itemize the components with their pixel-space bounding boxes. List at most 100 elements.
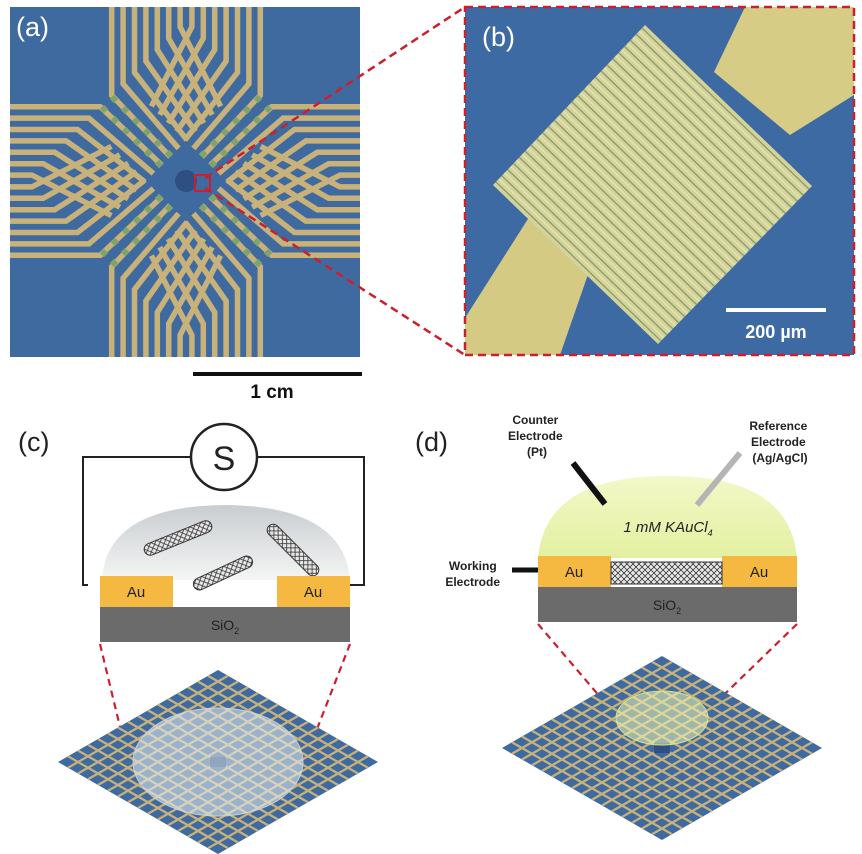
chip-lead <box>10 103 164 168</box>
chip-lead <box>154 237 207 357</box>
au-electrode-right-label: Au <box>750 564 768 581</box>
solution-drop-on-chip <box>615 690 709 746</box>
carbon-nanotube <box>143 520 213 556</box>
chip-lead <box>621 724 783 818</box>
electrode-pad <box>220 127 230 137</box>
electrode-pad <box>220 225 230 235</box>
sio2-label: SiO2 <box>653 597 681 616</box>
chip-lead <box>143 228 198 357</box>
electrode-pad <box>121 226 131 236</box>
electrode-finger <box>589 82 757 245</box>
electrode-finger <box>577 95 745 257</box>
electrode-finger <box>609 61 777 223</box>
chip-lead <box>259 143 360 190</box>
electrode-finger <box>621 49 789 211</box>
electrode-pad <box>263 248 273 258</box>
electrode-pad <box>143 204 153 214</box>
electrode-finger <box>565 107 733 269</box>
chip-lead <box>131 220 190 357</box>
chip-3d-view-d <box>502 656 822 840</box>
electrode-pad <box>230 215 240 225</box>
chip-lead <box>165 7 215 117</box>
chip-lead <box>207 755 369 850</box>
electrode-pad <box>263 104 273 114</box>
chip-lead <box>10 194 164 259</box>
chip-lead <box>191 211 252 357</box>
panel-d: (d) 1 mM KAuCl4 Counter Electrode (Pt) R… <box>415 413 822 840</box>
chip-lead <box>191 7 252 151</box>
sio2-substrate <box>100 607 350 642</box>
solution-drop-on-chip <box>132 707 304 817</box>
electrode-finger <box>600 70 769 233</box>
chip-lead <box>216 186 360 247</box>
chip-lead <box>10 126 147 185</box>
electrode-pad <box>142 127 152 137</box>
electrode-pad <box>99 248 109 258</box>
chip-lead <box>207 674 369 769</box>
chip-lead <box>208 103 360 168</box>
chip-lead <box>157 7 207 117</box>
chip-lead <box>199 7 264 159</box>
panel-a-label: (a) <box>16 12 49 42</box>
electrode-finger <box>553 119 721 281</box>
electrode-pad <box>99 104 109 114</box>
chip-lead <box>165 7 218 125</box>
electrode-finger <box>501 175 668 336</box>
electrode-finger <box>583 89 751 251</box>
chip-center-well <box>654 743 670 753</box>
electrode-pad <box>209 214 219 224</box>
electrode-pad <box>142 225 152 235</box>
interdigitated-fingers <box>495 27 810 342</box>
electrode-finger <box>597 73 766 236</box>
nanotube-bundle <box>610 561 723 585</box>
electrode-pad <box>132 215 142 225</box>
panel-b: (b) 200 µm <box>463 5 856 357</box>
electrode-pad <box>208 193 218 203</box>
electrode-finger <box>539 135 706 296</box>
chip-lead <box>10 152 122 202</box>
reference-electrode-rod <box>694 451 743 507</box>
chip-lead <box>591 706 753 801</box>
chip-lead <box>242 149 360 202</box>
electrode-pad <box>164 203 174 213</box>
electrode-finger <box>586 86 754 248</box>
electrode-finger <box>591 79 760 242</box>
electrode-pad <box>143 148 153 158</box>
chip-lead <box>177 254 224 357</box>
electrode-pad <box>230 137 240 147</box>
carbon-nanotube <box>266 523 320 577</box>
electrode-pad <box>120 247 130 257</box>
solution-droplet <box>102 505 350 580</box>
au-electrode-right <box>722 556 797 587</box>
electrode-pad <box>231 236 241 246</box>
chip-lead <box>225 126 360 185</box>
counter-electrode-rod <box>570 461 608 506</box>
electrode-finger <box>638 30 807 193</box>
sio2-substrate <box>538 587 797 622</box>
chip-lead <box>177 7 224 108</box>
chip-lead <box>120 211 181 357</box>
chip-lead <box>10 160 130 213</box>
chip-lead <box>233 138 360 193</box>
chip-lead <box>148 254 195 357</box>
chip-lead <box>208 194 360 259</box>
chip-lead <box>165 245 215 357</box>
chip-lead <box>10 149 130 202</box>
chip-lead <box>259 172 360 219</box>
electrode-finger <box>498 178 665 339</box>
chip-lead <box>651 660 813 755</box>
electrode-pad <box>110 237 120 247</box>
electrode-pad <box>121 126 131 136</box>
au-electrode-left-label: Au <box>127 584 145 601</box>
electrode-pad <box>153 214 163 224</box>
chip-lead <box>143 7 198 134</box>
electrode-pad <box>198 149 208 159</box>
electrode-pad <box>120 105 130 115</box>
electrode-finger <box>518 156 686 318</box>
chip-lead <box>10 160 122 210</box>
electrode-finger <box>524 150 692 312</box>
electrode-pad <box>253 94 263 104</box>
zoom-box-small <box>194 174 211 192</box>
chip-lead <box>10 138 139 193</box>
